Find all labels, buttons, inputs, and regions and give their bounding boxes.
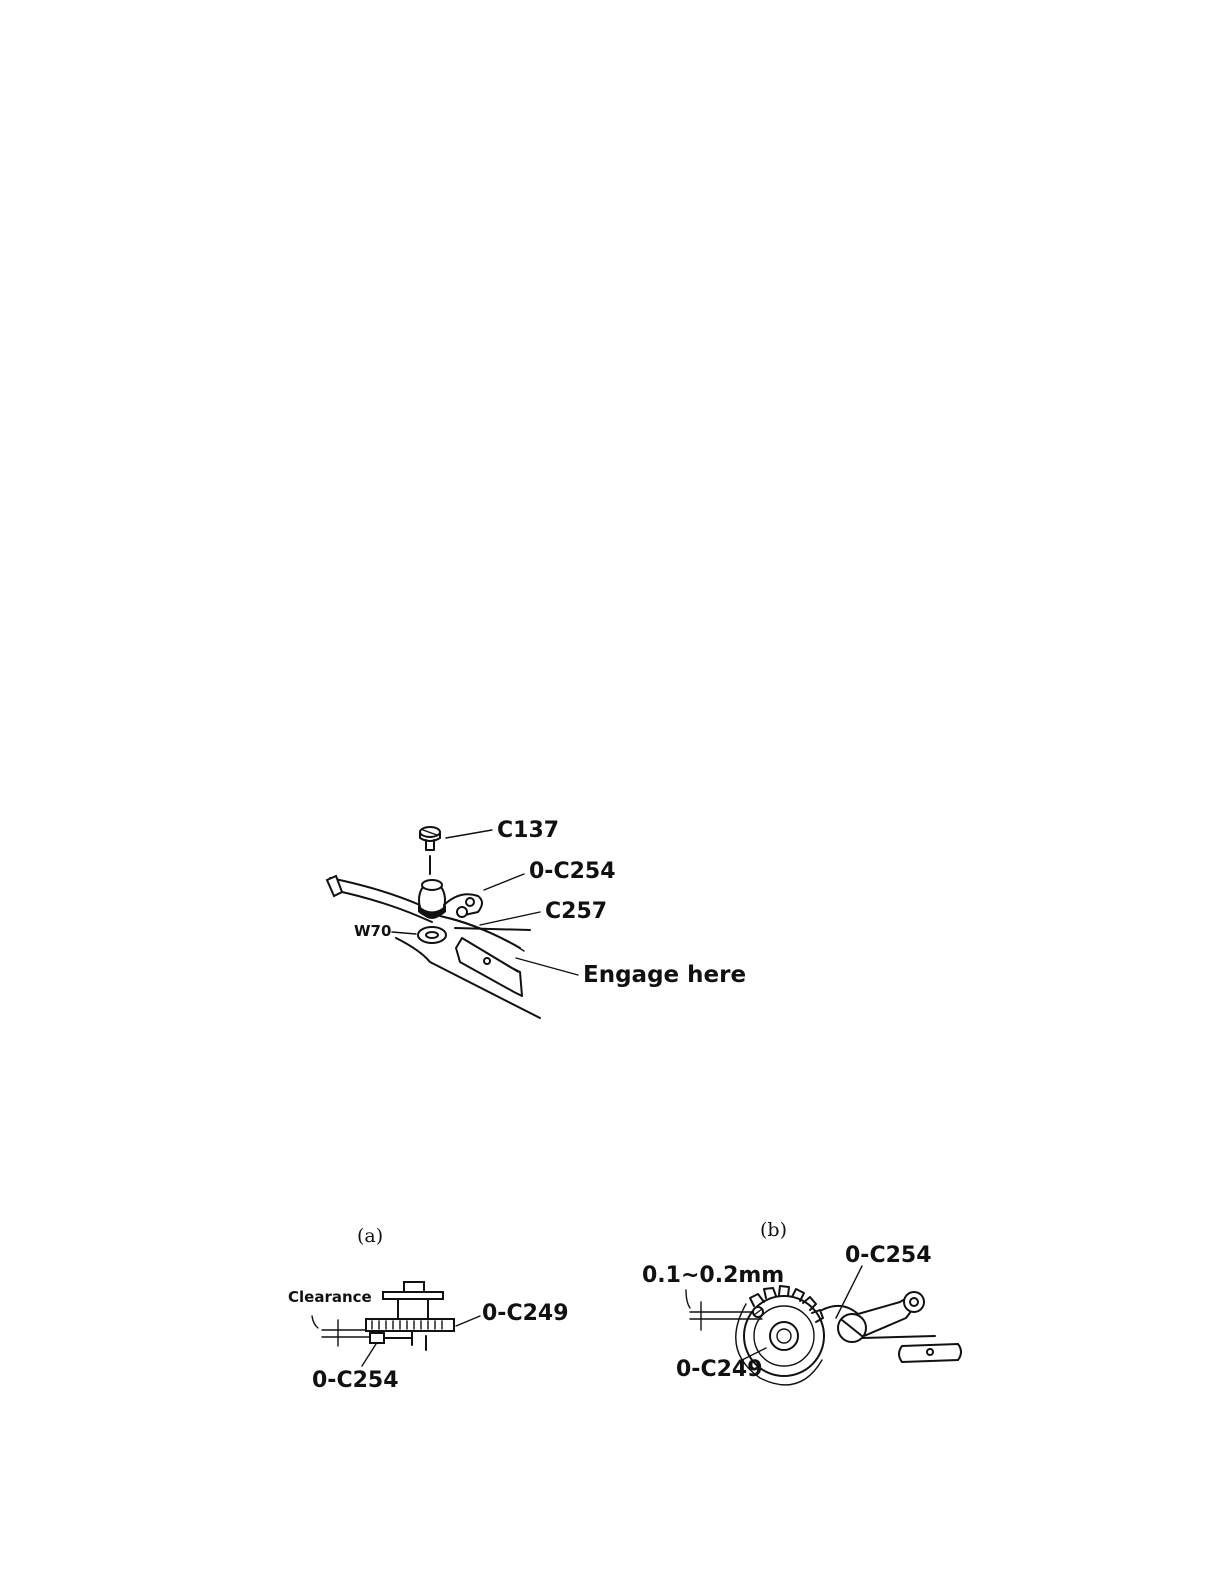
label-0c249-a: 0-C249 [482,1301,569,1326]
label-engage-here: Engage here [583,962,746,988]
spring-b [862,1336,935,1338]
leader-w70 [392,932,416,934]
lever-0c254-b [822,1296,910,1314]
label-c257: C257 [545,899,607,924]
label-clearance: Clearance [288,1288,372,1306]
label-0c254-a: 0-C254 [312,1368,399,1393]
gear-hub-b [770,1322,798,1350]
engage-block [456,938,522,996]
leader-c137 [446,830,492,838]
block-hole [484,958,490,964]
leader-0c254-b [836,1266,862,1318]
leader-0c254-a [362,1344,376,1366]
caption-b: (b) [760,1219,787,1241]
lever-tip [327,876,342,896]
label-0c254-top: 0-C254 [529,859,616,884]
leader-engage [516,958,578,975]
label-w70: W70 [354,922,391,940]
caption-a: (a) [357,1225,383,1247]
figure-a: (a) Clear [288,1225,569,1393]
spring-c257 [440,916,520,948]
lever-0c254-a [370,1333,384,1343]
leader-0c254 [484,874,524,890]
label-0c249-b: 0-C249 [676,1357,763,1382]
top-figure: C137 0-C254 C257 W70 Engage here [327,818,746,1018]
label-gap: 0.1~0.2mm [642,1263,784,1288]
base-plate-top-edge [455,928,530,930]
figure-b: (b) [642,1219,961,1385]
leader-c257 [480,912,540,925]
label-0c254-b: 0-C254 [845,1243,932,1268]
leader-0c249-a [456,1316,480,1326]
base-plate-edge [396,938,540,1018]
label-c137: C137 [497,818,559,843]
screw-head-a [404,1282,424,1292]
